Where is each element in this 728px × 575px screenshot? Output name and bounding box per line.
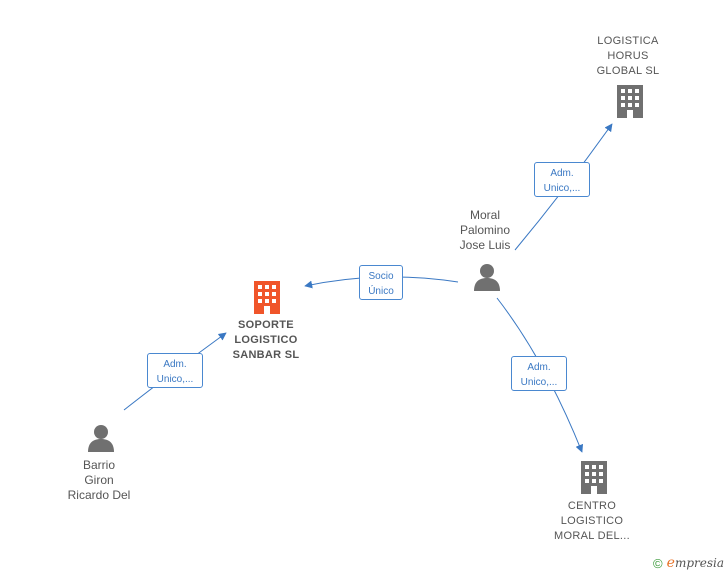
brand-name: mpresia xyxy=(674,556,724,570)
person-icon[interactable] xyxy=(472,262,502,292)
copyright-icon: © xyxy=(653,555,663,571)
brand-logo[interactable]: empresia xyxy=(667,555,724,571)
edge-label-adm-unico-horus[interactable]: Adm. Unico,... xyxy=(534,162,590,197)
building-icon[interactable] xyxy=(578,460,610,494)
edge-label-adm-unico-barrio[interactable]: Adm. Unico,... xyxy=(147,353,203,388)
company-name-centro[interactable]: CENTRO LOGISTICO MORAL DEL... xyxy=(554,500,630,542)
footer-brand: © empresia xyxy=(653,555,724,571)
edge-label-adm-unico-centro[interactable]: Adm. Unico,... xyxy=(511,356,567,391)
company-name-soporte[interactable]: SOPORTE LOGISTICO SANBAR SL xyxy=(232,319,300,361)
person-name-barrio[interactable]: Barrio Giron Ricardo Del xyxy=(67,458,131,502)
brand-initial: e xyxy=(666,555,675,571)
person-icon[interactable] xyxy=(86,423,116,453)
company-name-horus[interactable]: LOGISTICA HORUS GLOBAL SL xyxy=(596,35,660,77)
building-icon[interactable] xyxy=(251,280,283,314)
edge-label-socio-unico[interactable]: Socio Único xyxy=(359,265,403,300)
person-name-moral[interactable]: Moral Palomino Jose Luis xyxy=(459,208,511,252)
building-icon[interactable] xyxy=(614,84,646,118)
